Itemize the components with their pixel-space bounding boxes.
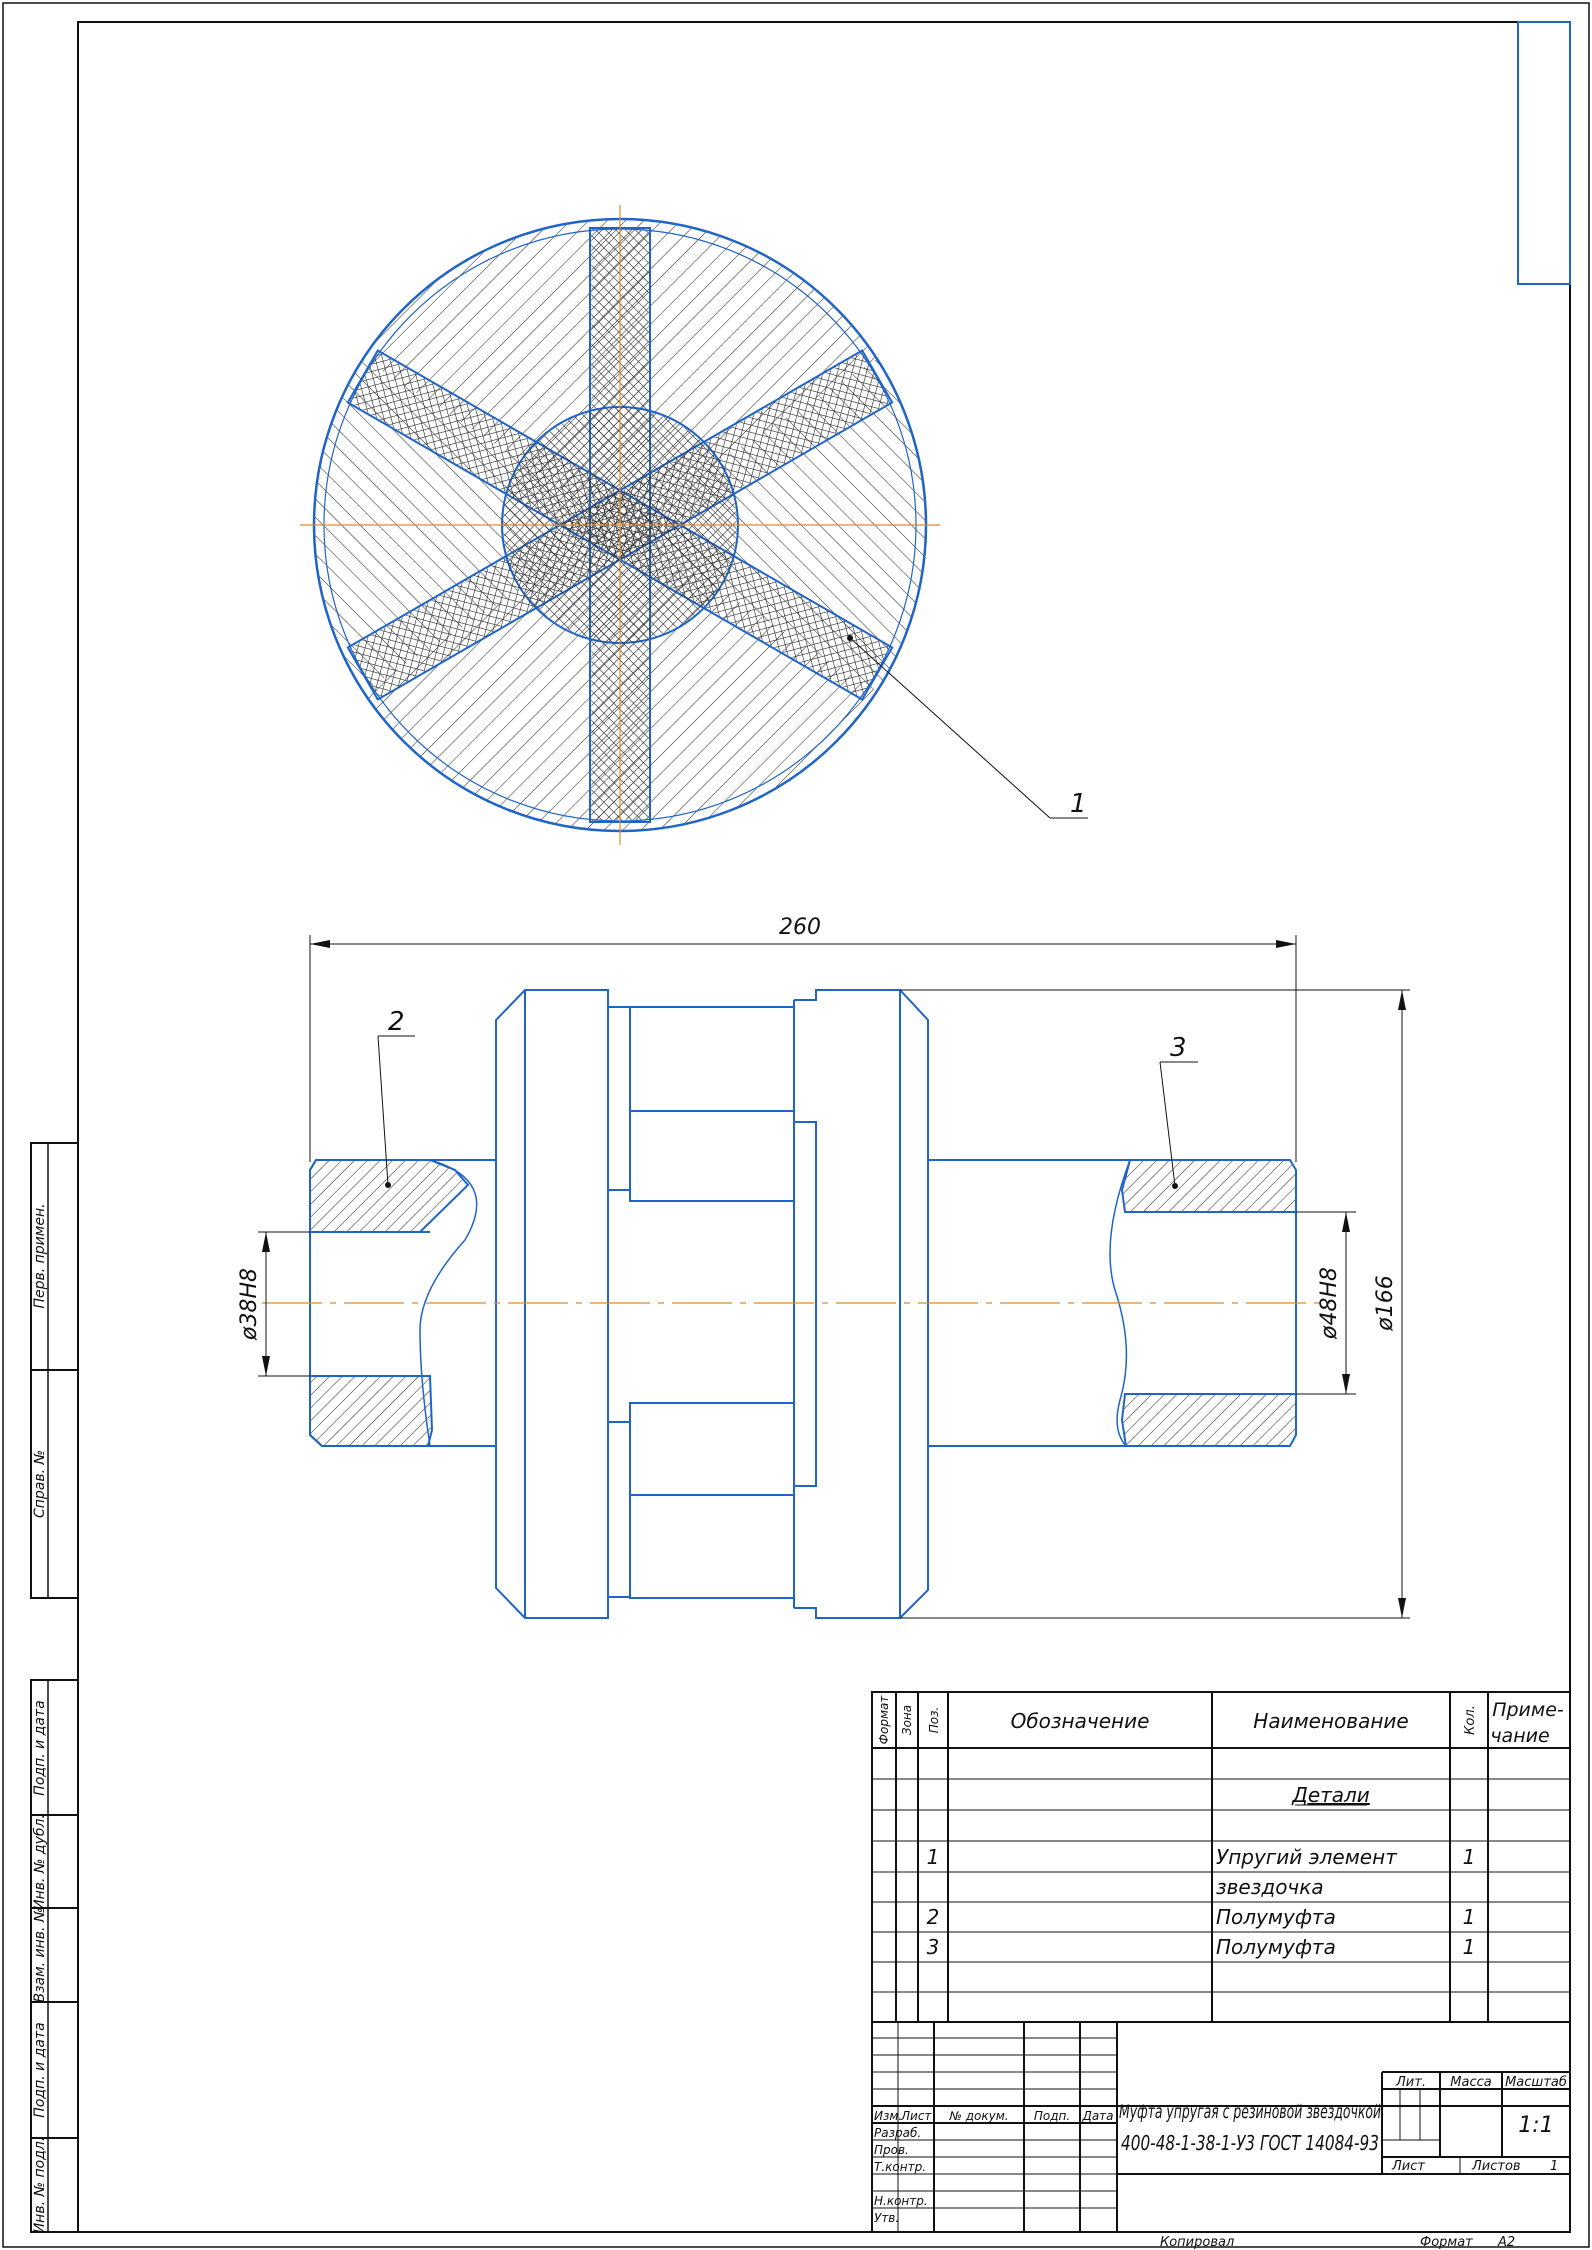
inner-frame	[77, 21, 1571, 2233]
col-format: Формат	[877, 1695, 891, 1745]
perv-primen-label: Перв. примен.	[32, 1203, 48, 1308]
front-view: 260	[237, 915, 1410, 1619]
dim-outer-diameter-label: ø166	[1373, 1275, 1398, 1331]
stamp-utv: Утв.	[874, 2211, 899, 2225]
row-3-qty: 1	[1463, 1905, 1476, 1929]
col-primechanie-2: чание	[1490, 1725, 1549, 1747]
stamp-scale: 1:1	[1518, 2113, 1553, 2138]
row-4-qty: 1	[1463, 1935, 1476, 1959]
row-4-name: Полумуфта	[1216, 1935, 1336, 1959]
dim-overall-length: 260	[309, 915, 1297, 1162]
stamp-masshtab: Масштаб	[1505, 2075, 1567, 2090]
stamp-data: Дата	[1081, 2109, 1113, 2123]
table-row: 1 Упругий элемент 1	[927, 1845, 1476, 1869]
row-3-poz: 2	[927, 1905, 940, 1929]
inv-dubl-label: Инв. № дубл.	[32, 1814, 48, 1910]
callout-1-label: 1	[1070, 789, 1087, 819]
left-flange	[495, 989, 795, 1619]
dim-bore-left-label: ø38H8	[237, 1268, 262, 1341]
row-1-name: Упругий элемент	[1216, 1845, 1398, 1869]
dim-overall-length-label: 260	[779, 915, 821, 940]
stamp-izm: Изм.	[874, 2109, 902, 2123]
dim-bore-left: ø38H8	[237, 1231, 310, 1377]
callout-2-label: 2	[388, 1007, 405, 1037]
col-kol: Кол.	[1463, 1705, 1478, 1735]
dim-bore-right: ø48H8	[1296, 1211, 1356, 1395]
callout-1: 1	[847, 635, 1088, 819]
callout-3-label: 3	[1170, 1033, 1187, 1063]
podp-data-label-1: Подп. и дата	[32, 1700, 48, 1795]
stamp-lit: Лит.	[1395, 2075, 1426, 2090]
table-row: звездочка	[1216, 1875, 1324, 1899]
stamp-prov: Пров.	[874, 2143, 909, 2157]
stamp-sheet-label: Лист	[1391, 2159, 1425, 2174]
sprav-label: Справ. №	[32, 1450, 48, 1518]
stamp-sheets-count: 1	[1550, 2159, 1558, 2174]
footer-format-value: А2	[1497, 2235, 1515, 2250]
footer-format-label: Формат	[1420, 2235, 1473, 2250]
top-right-box	[1517, 21, 1571, 285]
col-primechanie-1: Приме-	[1492, 1699, 1564, 1721]
col-oboznachenie: Обозначение	[1011, 1709, 1150, 1733]
stamp-podp: Подп.	[1034, 2109, 1070, 2123]
stamp-list: Лист	[900, 2109, 932, 2123]
callout-2: 2	[377, 1007, 415, 1188]
row-1-poz: 1	[927, 1845, 940, 1869]
stamp-sheets-label: Листов	[1471, 2159, 1521, 2174]
inv-podl-label: Инв. № подл.	[32, 2137, 48, 2234]
table-row: 3 Полумуфта 1	[927, 1935, 1476, 1959]
drawing-title-line-2: 400-48-1-38-1-У3 ГОСТ 14084-93	[1121, 2131, 1379, 2155]
row-1-qty: 1	[1463, 1845, 1476, 1869]
podp-data-label-2: Подп. и дата	[32, 2022, 48, 2117]
dim-bore-right-label: ø48H8	[1317, 1267, 1342, 1340]
row-4-poz: 3	[927, 1935, 940, 1959]
footer-kopiroval: Копировал	[1160, 2235, 1234, 2250]
right-flange	[793, 989, 929, 1619]
stamp-massa: Масса	[1450, 2075, 1491, 2090]
footer: Копировал Формат А2	[1160, 2235, 1515, 2250]
col-zona: Зона	[900, 1705, 914, 1735]
spec-table: Формат Зона Поз. Обозначение Наименовани…	[871, 1691, 1571, 2023]
top-view: 1	[300, 205, 1088, 845]
row-3-name: Полумуфта	[1216, 1905, 1336, 1929]
stamp-dokum: № докум.	[948, 2109, 1008, 2123]
stamp-nkontr: Н.контр.	[874, 2194, 928, 2208]
table-row: 2 Полумуфта 1	[927, 1905, 1476, 1929]
title-block: Изм. Лист № докум. Подп. Дата Разраб. Пр…	[871, 2021, 1571, 2233]
col-naimenovanie: Наименование	[1253, 1709, 1408, 1733]
left-strip: Перв. примен. Справ. № Подп. и дата Инв.…	[30, 1142, 79, 2234]
col-poz: Поз.	[927, 1707, 941, 1734]
vzam-inv-label: Взам. инв. №	[32, 1907, 48, 2002]
callout-3: 3	[1159, 1033, 1198, 1189]
dim-outer-diameter: ø166	[900, 989, 1410, 1619]
stamp-tkontr: Т.контр.	[874, 2160, 926, 2174]
drawing-title-line-1: Муфта упругая с резиновой звездочкой	[1119, 2101, 1381, 2123]
section-detali: Детали	[1291, 1783, 1370, 1807]
row-2-name: звездочка	[1216, 1875, 1324, 1899]
left-hub	[309, 1159, 496, 1447]
stamp-razrab: Разраб.	[874, 2126, 921, 2140]
